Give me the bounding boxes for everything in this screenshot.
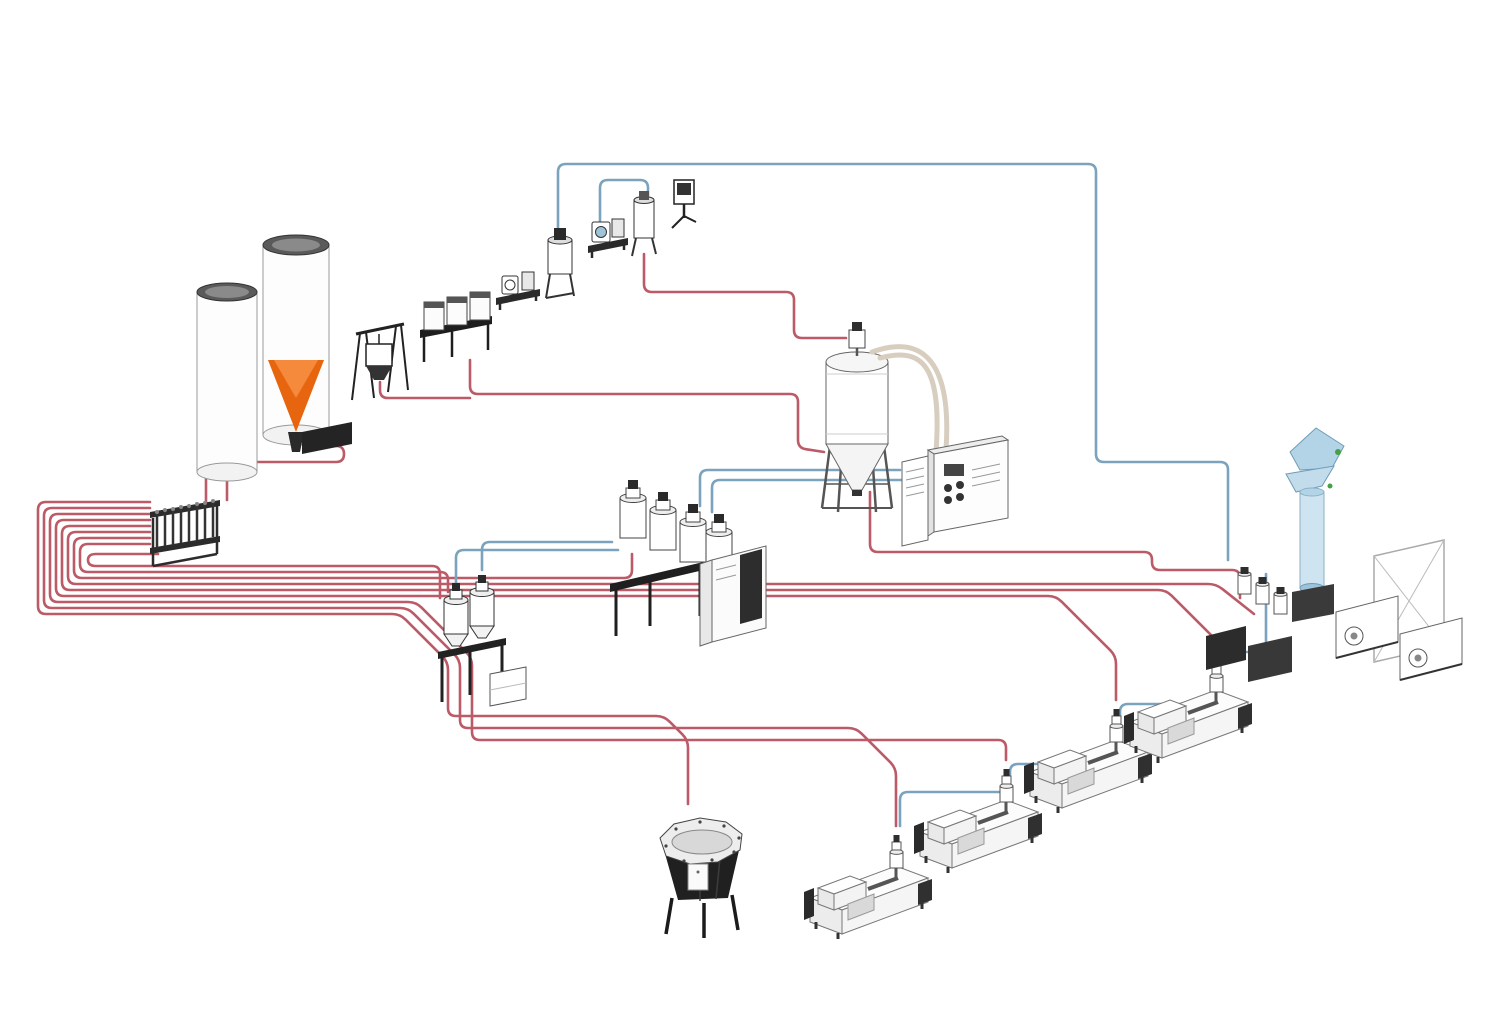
- vacuum-pipe-5: [698, 468, 902, 508]
- mixing-silo: [659, 817, 743, 938]
- extruder-motor-2: [1248, 636, 1292, 682]
- imm-4: [1122, 657, 1254, 765]
- vacuum-pipe-6: [710, 478, 908, 514]
- status-light: [1335, 449, 1341, 455]
- extruder-motor-1: [1206, 626, 1246, 670]
- vacuum-pipe-1: [556, 162, 1230, 562]
- material-pipe-14: [642, 252, 848, 340]
- coupling-station: [150, 499, 220, 568]
- material-pipe-8: [66, 530, 1256, 616]
- twin-drying-hoppers: [438, 575, 506, 702]
- die-block: [1292, 584, 1334, 622]
- storage-silo-right: [262, 234, 352, 454]
- dryer-unit: [901, 435, 1010, 547]
- vacuum-pipe-4: [454, 548, 620, 590]
- central-drying-hopper: [820, 322, 894, 513]
- drying-station: [610, 480, 767, 647]
- winder-1: [1335, 595, 1399, 659]
- winder-2: [1399, 617, 1463, 681]
- line-drying-hoppers: [1237, 567, 1288, 615]
- dry-air-hose-1: [869, 344, 950, 453]
- material-pipe-6: [54, 518, 1118, 702]
- material-pipe-15: [868, 490, 1242, 600]
- material-pipe-7: [60, 524, 1218, 654]
- imm-2: [912, 767, 1044, 875]
- vacuum-pump-2: [588, 218, 628, 258]
- screen: [677, 183, 691, 195]
- aux-box: [489, 666, 527, 707]
- control-panel: [671, 179, 697, 229]
- drying-hopper-2: [649, 492, 677, 551]
- dry-air-hose-2: [877, 352, 940, 455]
- material-pipe-12: [378, 380, 472, 400]
- material-pipe-3: [36, 500, 690, 806]
- access-panel: [687, 863, 709, 891]
- tower-top: [1289, 427, 1345, 471]
- dry-air-cabinet: [699, 545, 767, 647]
- material-pipe-11: [86, 552, 442, 600]
- imm-1: [802, 833, 934, 941]
- material-pipe-13: [468, 358, 826, 454]
- drying-hopper-3: [679, 504, 707, 563]
- film-bubble: [1299, 491, 1325, 589]
- material-pipe-9: [72, 536, 634, 580]
- central-filter: [545, 228, 575, 299]
- material-pipe-10: [78, 542, 450, 594]
- dosing-station: [420, 291, 492, 362]
- bag-dump-station: [351, 322, 409, 401]
- vacuum-pump-1: [496, 271, 540, 310]
- storage-silo-left: [196, 282, 258, 482]
- drying-hopper-1: [619, 480, 647, 539]
- film-blowing-line: [1206, 427, 1463, 682]
- vacuum-pipe-2: [598, 178, 650, 224]
- silo-outlet-base: [302, 422, 352, 454]
- material-pipe-4: [42, 506, 898, 828]
- vacuum-pipe-3: [480, 540, 614, 572]
- dust-collector: [631, 191, 657, 257]
